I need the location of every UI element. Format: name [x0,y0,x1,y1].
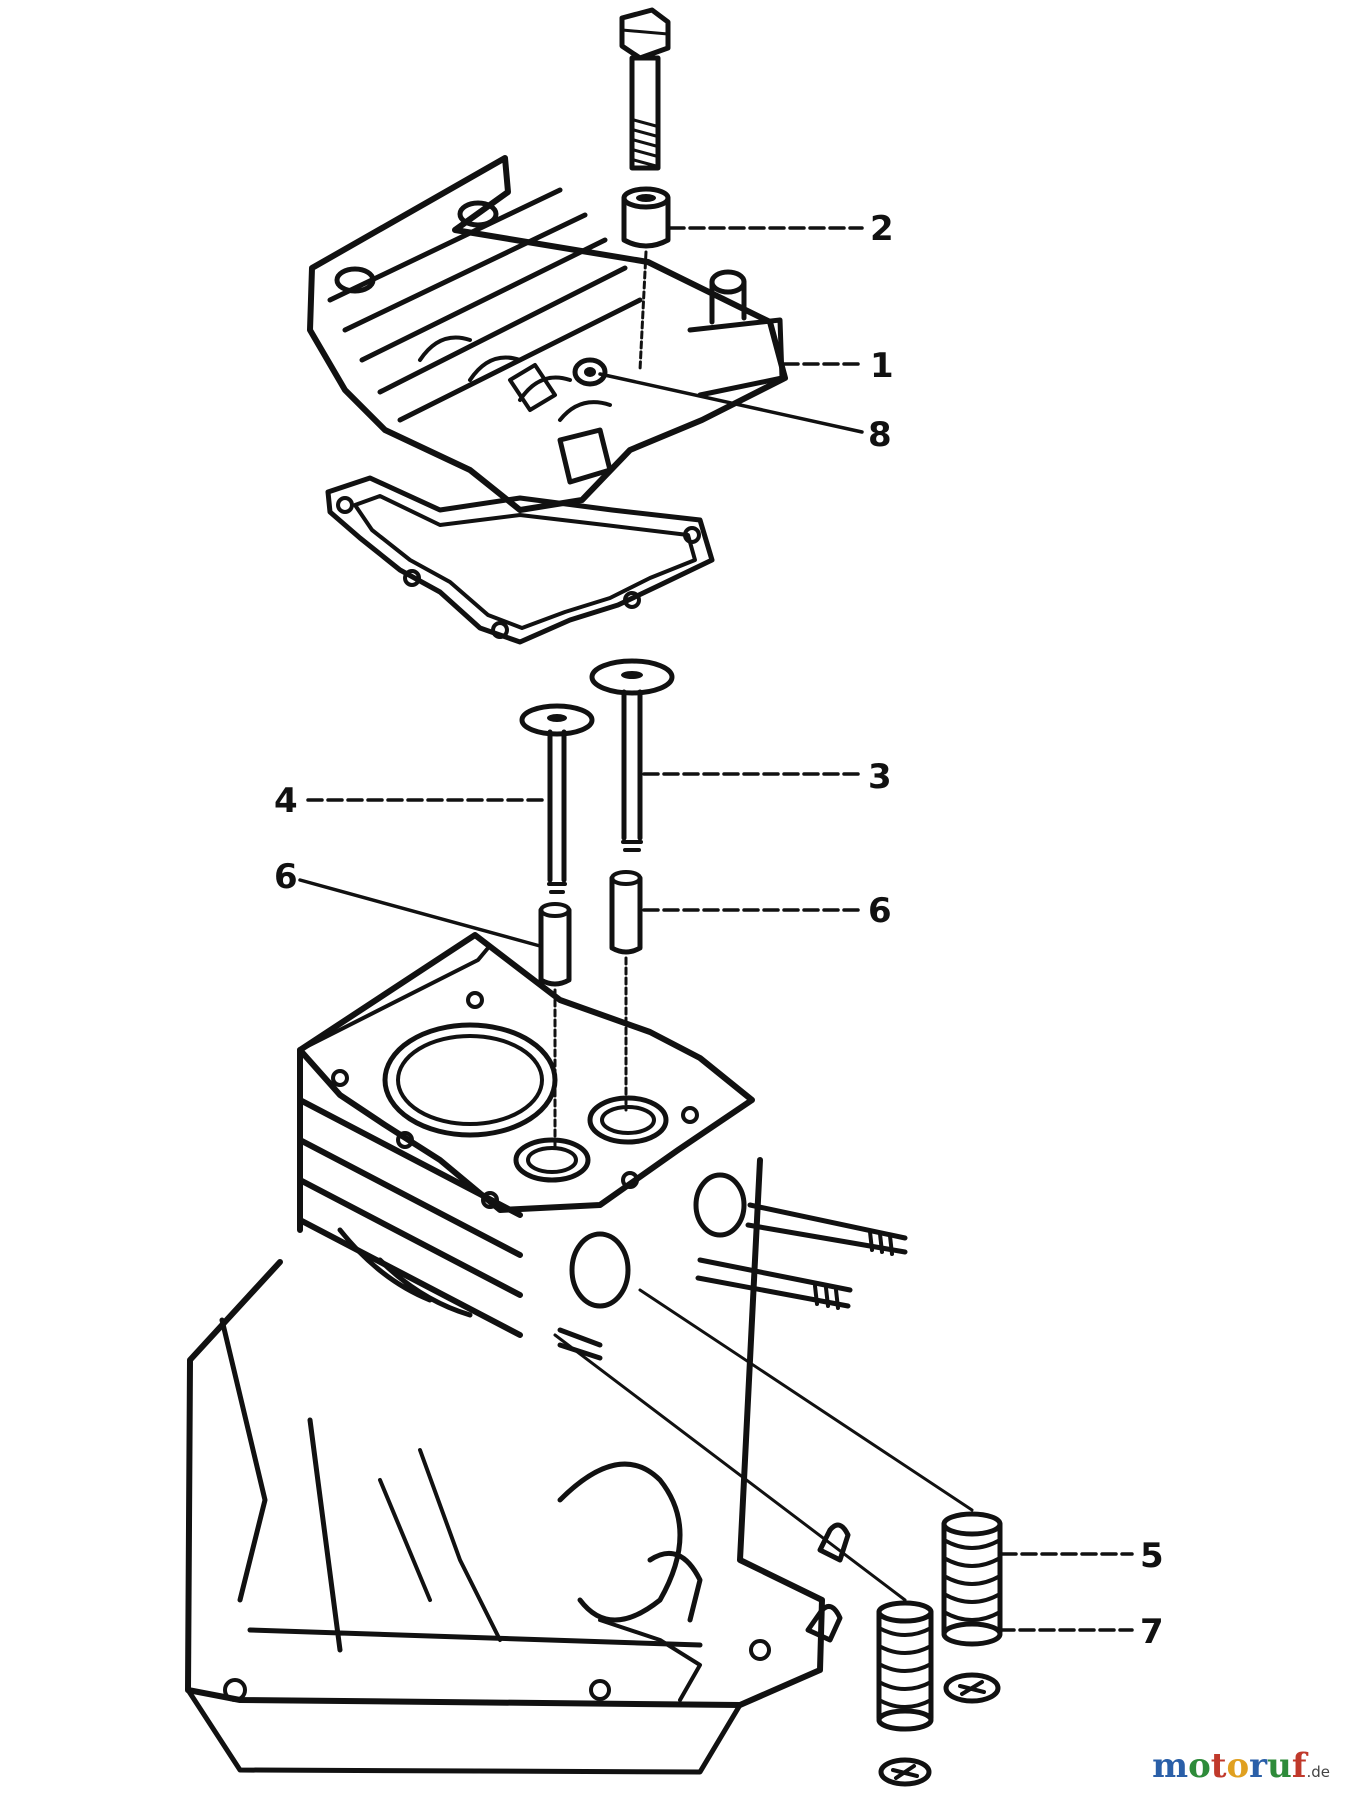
valve-left [519,703,595,894]
watermark-tld: .de [1306,1763,1330,1781]
cylinder-head [307,155,788,513]
valve-spring-left [876,1600,934,1732]
spring-retainer-right [943,1672,1001,1704]
callout-6-right: 6 [868,891,892,931]
callout-8: 8 [868,415,892,455]
watermark-brand: motoruf [1152,1746,1307,1786]
callout-3: 3 [868,757,892,797]
valve-guide-right [609,870,643,1112]
valve-right [589,658,675,852]
valve-spring-right [941,1511,1003,1647]
callout-4: 4 [274,781,298,821]
leader-lines [298,226,1134,1632]
callout-2: 2 [870,209,894,249]
head-bolt [619,7,671,171]
valve-guide-left [538,902,572,1152]
callout-5: 5 [1140,1536,1164,1576]
head-gasket [325,475,715,645]
spacer-sleeve [621,186,671,372]
spring-retainer-left [878,1757,932,1787]
callout-6-left: 6 [274,857,298,897]
callout-1: 1 [870,346,894,386]
watermark-logo: motoruf.de [1152,1746,1330,1786]
callout-7: 7 [1140,1612,1164,1652]
cylinder-block [185,932,908,1775]
